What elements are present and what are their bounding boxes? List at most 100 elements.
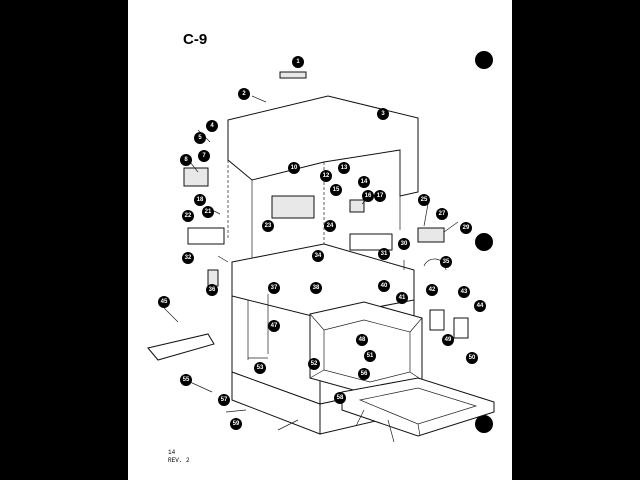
oven-door — [341, 377, 495, 437]
callout-label: 41 — [399, 295, 406, 301]
callout-47: 47 — [268, 320, 280, 332]
callout-16: 16 — [362, 190, 374, 202]
callout-label: 4 — [210, 123, 214, 129]
callout-40: 40 — [378, 280, 390, 292]
callout-label: 44 — [477, 303, 484, 309]
callout-29: 29 — [460, 222, 472, 234]
callout-label: 17 — [377, 193, 384, 199]
callout-5: 5 — [194, 132, 206, 144]
callout-label: 18 — [197, 197, 204, 203]
callout-label: 59 — [233, 421, 240, 427]
callout-label: 16 — [365, 193, 372, 199]
callout-label: 43 — [461, 289, 468, 295]
callout-label: 45 — [161, 299, 168, 305]
callout-38: 38 — [310, 282, 322, 294]
callout-25: 25 — [418, 194, 430, 206]
callout-50: 50 — [466, 352, 478, 364]
callout-48: 48 — [356, 334, 368, 346]
callout-label: 37 — [271, 285, 278, 291]
callout-43: 43 — [458, 286, 470, 298]
callout-30: 30 — [398, 238, 410, 250]
parts-diagram-sheet: C-9 — [128, 0, 512, 480]
callout-14: 14 — [358, 176, 370, 188]
callout-label: 12 — [323, 173, 330, 179]
callout-8: 8 — [180, 154, 192, 166]
callout-18: 18 — [194, 194, 206, 206]
callout-35: 35 — [440, 256, 452, 268]
callout-37: 37 — [268, 282, 280, 294]
footer-page-number: 14 — [168, 449, 176, 456]
oven-cavity — [309, 301, 423, 395]
callout-label: 36 — [209, 287, 216, 293]
callout-label: 1 — [296, 59, 300, 65]
top-trim-strip — [279, 71, 307, 79]
callout-label: 3 — [381, 111, 385, 117]
callout-51: 51 — [364, 350, 376, 362]
callout-10: 10 — [288, 162, 300, 174]
callout-label: 25 — [421, 197, 428, 203]
callout-label: 32 — [185, 255, 192, 261]
footer-revision: REV. 2 — [168, 457, 190, 464]
callout-label: 49 — [445, 337, 452, 343]
callout-label: 15 — [333, 187, 340, 193]
callout-17: 17 — [374, 190, 386, 202]
callout-label: 40 — [381, 283, 388, 289]
callout-label: 38 — [313, 285, 320, 291]
callout-label: 47 — [271, 323, 278, 329]
callout-31: 31 — [378, 248, 390, 260]
callout-label: 31 — [381, 251, 388, 257]
callout-label: 53 — [257, 365, 264, 371]
callout-label: 10 — [291, 165, 298, 171]
binder-hole-top — [475, 51, 493, 69]
callout-41: 41 — [396, 292, 408, 304]
callout-56: 56 — [358, 368, 370, 380]
binder-hole-middle — [475, 233, 493, 251]
callout-label: 21 — [205, 209, 212, 215]
exploded-view-diagram: C-9 — [147, 31, 495, 464]
callout-36: 36 — [206, 284, 218, 296]
callout-52: 52 — [308, 358, 320, 370]
callout-58: 58 — [334, 392, 346, 404]
callout-32: 32 — [182, 252, 194, 264]
diagram-title: C-9 — [183, 31, 207, 48]
callout-label: 51 — [367, 353, 374, 359]
callout-label: 48 — [359, 337, 366, 343]
callout-label: 13 — [341, 165, 348, 171]
callout-44: 44 — [474, 300, 486, 312]
callout-21: 21 — [202, 206, 214, 218]
callout-bubbles: 1 2 3 4 5 7 8 10 12 13 14 15 16 17 18 21… — [158, 56, 486, 430]
callout-label: 42 — [429, 287, 436, 293]
callout-label: 14 — [361, 179, 368, 185]
callout-label: 2 — [242, 91, 246, 97]
callout-1: 1 — [292, 56, 304, 68]
callout-label: 52 — [311, 361, 318, 367]
callout-45: 45 — [158, 296, 170, 308]
callout-label: 5 — [198, 135, 202, 141]
top-cover — [227, 95, 419, 260]
callout-label: 55 — [183, 377, 190, 383]
callout-label: 29 — [463, 225, 470, 231]
callout-15: 15 — [330, 184, 342, 196]
callout-label: 50 — [469, 355, 476, 361]
callout-label: 24 — [327, 223, 334, 229]
callout-55: 55 — [180, 374, 192, 386]
callout-13: 13 — [338, 162, 350, 174]
callout-label: 23 — [265, 223, 272, 229]
callout-27: 27 — [436, 208, 448, 220]
binder-hole-bottom — [475, 415, 493, 433]
callout-label: 22 — [185, 213, 192, 219]
callout-49: 49 — [442, 334, 454, 346]
callout-label: 30 — [401, 241, 408, 247]
callout-label: 35 — [443, 259, 450, 265]
callout-7: 7 — [198, 150, 210, 162]
callout-22: 22 — [182, 210, 194, 222]
callout-2: 2 — [238, 88, 250, 100]
callout-label: 34 — [315, 253, 322, 259]
side-panel — [147, 333, 215, 361]
callout-label: 7 — [202, 153, 206, 159]
callout-label: 57 — [221, 397, 228, 403]
callout-label: 27 — [439, 211, 446, 217]
callout-label: 56 — [361, 371, 368, 377]
callout-57: 57 — [218, 394, 230, 406]
callout-24: 24 — [324, 220, 336, 232]
